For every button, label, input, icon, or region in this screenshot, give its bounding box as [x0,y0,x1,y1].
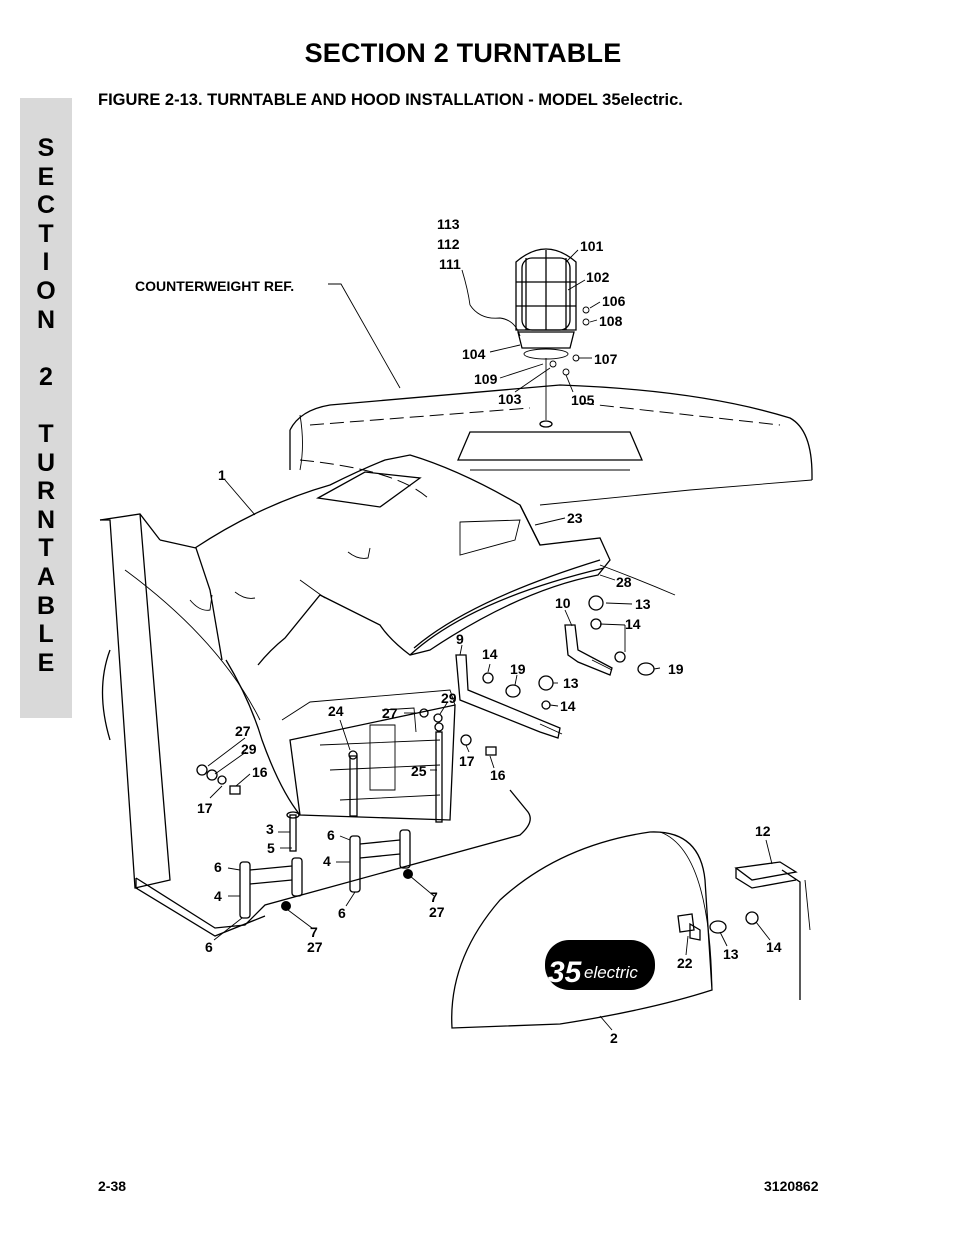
callout-29b: 29 [241,741,257,757]
callout-6a: 6 [327,827,335,843]
callout-5: 5 [267,840,275,856]
callout-27d: 27 [307,939,323,955]
callout-9: 9 [456,631,464,647]
callout-14d: 14 [766,939,782,955]
callout-102: 102 [586,269,610,285]
side-tab-letter: N [36,305,56,334]
side-tab-letter: T [38,419,54,448]
callout-27c: 27 [429,904,445,920]
side-tab-letter: L [38,620,54,649]
callout-4a: 4 [323,853,331,869]
callout-103: 103 [498,391,522,407]
side-cover: 35 electric [451,831,811,1029]
page-number: 2-38 [98,1178,127,1194]
side-tab-letter: C [36,191,56,220]
callout-7b: 7 [310,924,318,940]
decal-35: 35 [548,956,583,989]
callout-labels: COUNTERWEIGHT REF. 113 112 111 101 102 1… [135,216,782,1046]
callout-13a: 13 [635,596,651,612]
callout-14a: 14 [625,616,641,632]
callout-19a: 19 [510,661,526,677]
callout-27b: 27 [235,723,251,739]
side-tab-letter: E [37,648,55,677]
beacon-light [469,248,590,428]
callout-6c: 6 [338,905,346,921]
callout-28: 28 [616,574,632,590]
callout-101: 101 [580,238,604,254]
callout-24: 24 [328,703,344,719]
side-tab-letter: N [36,505,56,534]
callout-106: 106 [602,293,626,309]
side-tab-letter: S [37,134,55,162]
callout-108: 108 [599,313,623,329]
callout-23: 23 [567,510,583,526]
document-number: 3120862 [764,1178,819,1194]
side-tab-letter: U [36,448,56,477]
callout-19b: 19 [668,661,684,677]
side-tab-letter: A [36,562,56,591]
callout-16a: 16 [252,764,268,780]
callout-6d: 6 [205,939,213,955]
callout-109: 109 [474,371,498,387]
callout-14b: 14 [482,646,498,662]
callout-13c: 13 [723,946,739,962]
hood-shell [189,454,611,666]
callout-3: 3 [266,821,274,837]
callout-25: 25 [411,763,427,779]
callout-7a: 7 [430,889,438,905]
counterweight-outline [289,384,813,596]
side-tab-letter: E [37,162,55,191]
callout-6b: 6 [214,859,222,875]
callout-10: 10 [555,595,571,611]
leader-lines [207,249,773,1031]
callout-104: 104 [462,346,486,362]
callout-22: 22 [677,955,693,971]
callout-29a: 29 [441,690,457,706]
side-tab-letter: T [38,219,54,248]
callout-14c: 14 [560,698,576,714]
callout-111: 111 [439,256,461,272]
callout-16b: 16 [490,767,506,783]
callout-113: 113 [437,216,460,232]
section-title: SECTION 2 TURNTABLE [304,38,622,68]
counterweight-ref-label: COUNTERWEIGHT REF. [135,278,294,294]
callout-107: 107 [594,351,618,367]
side-tab-letter: I [42,248,50,277]
callout-4b: 4 [214,888,222,904]
side-tab-letter: B [36,591,56,620]
callout-12: 12 [755,823,771,839]
callout-2: 2 [610,1030,618,1046]
callout-17b: 17 [197,800,213,816]
decal-electric: electric [584,963,638,982]
callout-17a: 17 [459,753,475,769]
side-tab-letter: T [38,534,54,563]
turntable-frame [99,513,531,937]
callout-1: 1 [218,467,226,483]
callout-27a: 27 [382,705,398,721]
callout-105: 105 [571,392,595,408]
side-tab-letter: O [36,276,56,305]
figure-title: FIGURE 2-13. TURNTABLE AND HOOD INSTALLA… [98,91,683,109]
callout-13b: 13 [563,675,579,691]
side-tab-letter: R [36,477,56,506]
side-tab-letter: 2 [39,362,53,391]
callout-112: 112 [437,236,460,252]
